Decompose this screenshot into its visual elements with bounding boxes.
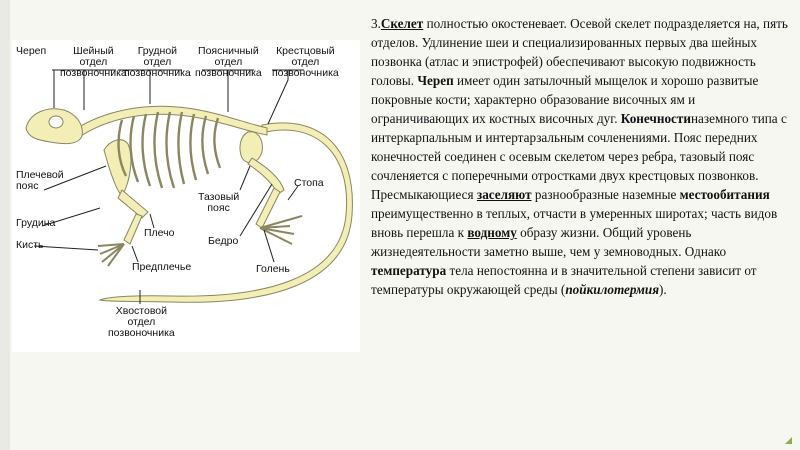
skeleton-drawing xyxy=(25,69,353,304)
skeleton-bones xyxy=(25,105,353,303)
label-femur: Бедро xyxy=(208,235,239,247)
shoulder-girdle xyxy=(103,139,132,197)
label-hand: Кисть xyxy=(16,239,44,251)
leader-lines xyxy=(33,69,304,304)
slide-corner-decoration xyxy=(785,430,792,444)
orbit xyxy=(48,115,64,129)
shin xyxy=(255,187,281,229)
humerus xyxy=(117,189,149,219)
tail xyxy=(98,122,353,303)
label-shin: Голень xyxy=(256,263,290,275)
pelvic-girdle xyxy=(239,131,263,164)
ribs xyxy=(117,111,222,189)
paragraph-habitats: Пресмыкающиеся заселяют разнообразные на… xyxy=(371,187,778,297)
vertebral-column xyxy=(73,105,268,139)
label-humerus: Плечо xyxy=(144,227,175,239)
label-skull: Череп xyxy=(16,45,47,57)
label-sternum: Грудина xyxy=(16,217,56,229)
label-foot: Стопа xyxy=(294,177,324,189)
forearm xyxy=(123,213,143,245)
slide-accent-bar xyxy=(0,0,10,450)
paragraph-skeleton: 3.Скелет полностью окостеневает. Осевой … xyxy=(371,16,788,183)
label-forearm: Предплечье xyxy=(132,261,192,273)
femur xyxy=(247,157,285,195)
foot xyxy=(259,215,303,245)
slide-body-text: 3.Скелет полностью окостеневает. Осевой … xyxy=(371,14,791,299)
hand xyxy=(97,243,125,267)
